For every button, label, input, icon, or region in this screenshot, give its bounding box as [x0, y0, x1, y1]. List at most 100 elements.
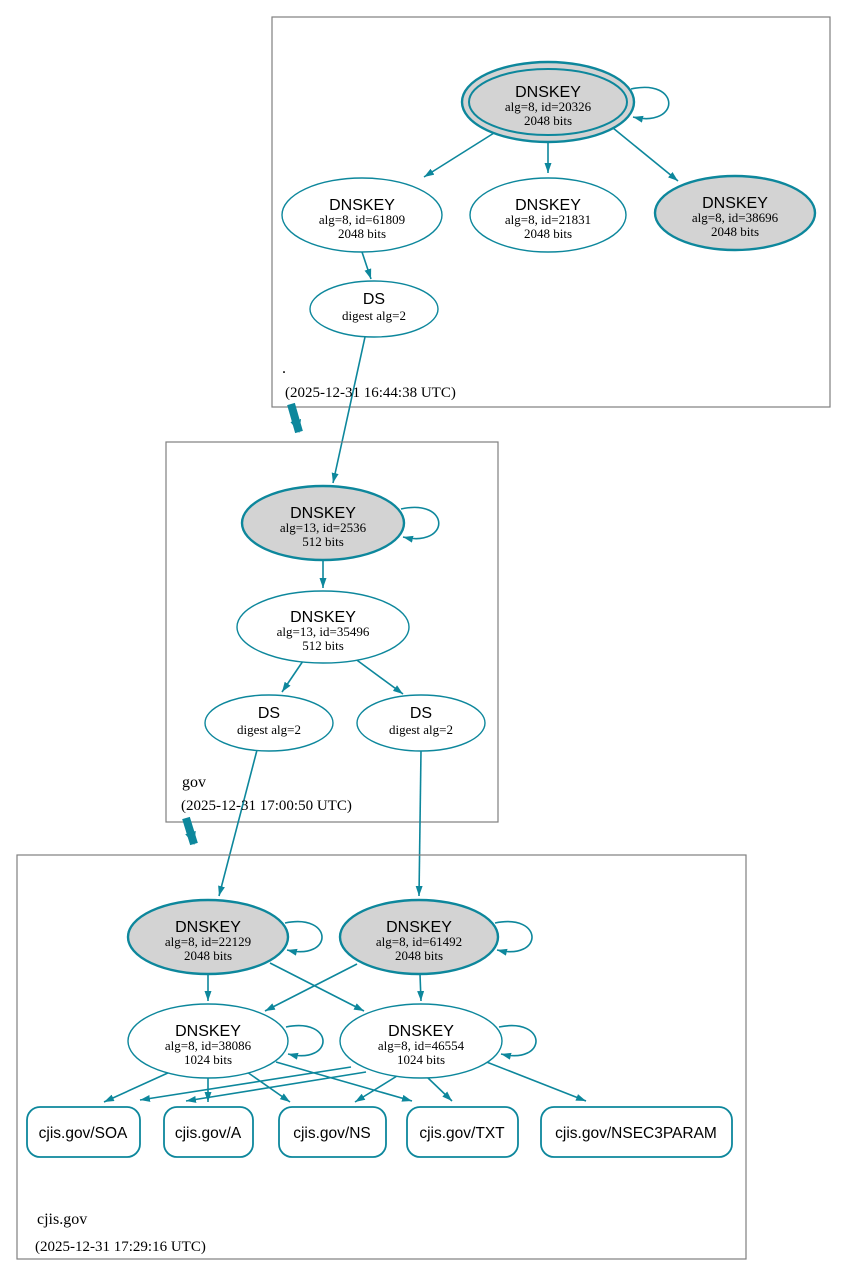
rrset-cjis-gov-soa: cjis.gov/SOA: [26, 1106, 141, 1158]
dnskey-bits: 2048 bits: [338, 226, 386, 241]
delegation-arrow-gov-cjis: [182, 816, 198, 846]
dnskey-title: DNSKEY: [329, 197, 395, 214]
rrset-box: [406, 1106, 519, 1158]
dnskey-title: DNSKEY: [388, 1023, 454, 1040]
signing-edge: [185, 1071, 367, 1103]
rrset-box: [163, 1106, 254, 1158]
dnskey-bits: 1024 bits: [184, 1052, 232, 1067]
ds-title: DS: [410, 705, 432, 722]
signing-edge: [281, 660, 304, 693]
root-dnskey-38696: DNSKEY alg=8, id=38696 2048 bits: [653, 174, 817, 252]
signing-edge: [417, 973, 425, 1002]
dnskey-bits: 2048 bits: [524, 113, 572, 128]
ds-detail: digest alg=2: [342, 308, 406, 323]
self-signing-loop: [284, 920, 323, 956]
gov-dnskey-2536: DNSKEY alg=13, id=2536 512 bits: [240, 484, 406, 562]
dnskey-ellipse: [460, 60, 636, 144]
zone-cjis-border: [16, 854, 747, 1260]
zone-cjis-timestamp: (2025-12-31 17:29:16 UTC): [35, 1239, 206, 1255]
dnskey-title: DNSKEY: [515, 84, 581, 101]
dnskey-bits: 2048 bits: [184, 948, 232, 963]
rrset-label: cjis.gov/SOA: [39, 1125, 128, 1142]
ds-ellipse: [356, 694, 486, 752]
cjis-dnskey-46554: DNSKEY alg=8, id=46554 1024 bits: [339, 1003, 503, 1079]
self-signing-loop: [630, 86, 670, 123]
cjis-dnskey-38086: DNSKEY alg=8, id=38086 1024 bits: [127, 1003, 289, 1079]
rrset-label: cjis.gov/NSEC3PARAM: [555, 1125, 717, 1142]
root-ds-record: DS digest alg=2: [309, 280, 439, 338]
dnskey-inner-ellipse: [468, 68, 628, 136]
zone-root-timestamp: (2025-12-31 16:44:38 UTC): [285, 385, 456, 401]
dnskey-ellipse: [339, 1003, 503, 1079]
signing-edge: [612, 127, 679, 182]
self-signing-loop: [400, 506, 440, 543]
dnskey-title: DNSKEY: [290, 609, 356, 626]
signing-edge: [269, 962, 365, 1012]
root-dnskey-20326: DNSKEY alg=8, id=20326 2048 bits: [460, 60, 636, 144]
signing-edge: [139, 1066, 352, 1102]
ds-to-dnskey-edge: [331, 336, 366, 484]
ds-title: DS: [258, 705, 280, 722]
zone-gov-timestamp: (2025-12-31 17:00:50 UTC): [181, 798, 352, 814]
gov-ds-record-1: DS digest alg=2: [204, 694, 334, 752]
dnskey-bits: 1024 bits: [397, 1052, 445, 1067]
signing-edge: [354, 1075, 398, 1103]
rrset-box: [278, 1106, 387, 1158]
zone-gov-border: [165, 441, 499, 823]
dnskey-bits: 2048 bits: [711, 224, 759, 239]
dnskey-ellipse: [236, 590, 410, 664]
gov-dnskey-35496: DNSKEY alg=13, id=35496 512 bits: [236, 590, 410, 664]
signing-edge: [275, 1061, 413, 1102]
root-dnskey-61809: DNSKEY alg=8, id=61809 2048 bits: [281, 177, 443, 253]
dnskey-detail: alg=13, id=35496: [277, 624, 370, 639]
root-dnskey-21831: DNSKEY alg=8, id=21831 2048 bits: [469, 177, 627, 253]
signing-edge: [427, 1077, 453, 1102]
dnskey-detail: alg=8, id=21831: [505, 212, 591, 227]
dnskey-detail: alg=8, id=22129: [165, 934, 251, 949]
ds-to-dnskey-edge: [415, 750, 423, 897]
delegation-arrow-root-gov: [287, 402, 303, 434]
zone-cjis-label: cjis.gov: [37, 1211, 87, 1228]
dnskey-title: DNSKEY: [175, 919, 241, 936]
signing-edge: [483, 1060, 587, 1102]
gov-ds-record-2: DS digest alg=2: [356, 694, 486, 752]
self-signing-loop: [285, 1024, 324, 1060]
dnskey-title: DNSKEY: [175, 1023, 241, 1040]
rrset-label: cjis.gov/NS: [293, 1125, 371, 1142]
cjis-dnskey-61492: DNSKEY alg=8, id=61492 2048 bits: [338, 898, 500, 976]
dnskey-ellipse: [338, 898, 500, 976]
rrset-box: [26, 1106, 141, 1158]
cjis-dnskey-22129: DNSKEY alg=8, id=22129 2048 bits: [126, 898, 290, 976]
dnskey-ellipse: [469, 177, 627, 253]
dnskey-ellipse: [126, 898, 290, 976]
signing-edge: [353, 657, 404, 695]
dnskey-title: DNSKEY: [515, 197, 581, 214]
dnskey-ellipse: [240, 484, 406, 562]
ds-detail: digest alg=2: [389, 722, 453, 737]
ds-to-dnskey-edge: [218, 749, 258, 897]
dnskey-ellipse: [127, 1003, 289, 1079]
rrset-cjis-gov-txt: cjis.gov/TXT: [406, 1106, 519, 1158]
rrset-box: [540, 1106, 733, 1158]
zone-gov: DNSKEY alg=13, id=2536 512 bits DNSKEY a…: [165, 441, 499, 897]
dnskey-title: DNSKEY: [386, 919, 452, 936]
dnskey-ellipse: [281, 177, 443, 253]
dnskey-bits: 512 bits: [302, 534, 344, 549]
dnskey-ellipse: [653, 174, 817, 252]
dnskey-bits: 2048 bits: [395, 948, 443, 963]
dnskey-title: DNSKEY: [290, 505, 356, 522]
dnskey-detail: alg=8, id=46554: [378, 1038, 465, 1053]
dnskey-detail: alg=8, id=38086: [165, 1038, 252, 1053]
zone-cjis-gov: DNSKEY alg=8, id=22129 2048 bits DNSKEY …: [16, 854, 747, 1260]
zone-root-label: .: [282, 360, 286, 377]
dnskey-detail: alg=8, id=61809: [319, 212, 405, 227]
rrset-label: cjis.gov/A: [175, 1125, 242, 1142]
rrset-cjis-gov-a: cjis.gov/A: [163, 1106, 254, 1158]
rrset-cjis-gov-ns: cjis.gov/NS: [278, 1106, 387, 1158]
zone-gov-label: gov: [182, 774, 206, 791]
signing-edge: [103, 1071, 171, 1103]
dnskey-bits: 2048 bits: [524, 226, 572, 241]
zone-root: DNSKEY alg=8, id=20326 2048 bits DNSKEY …: [271, 16, 831, 484]
